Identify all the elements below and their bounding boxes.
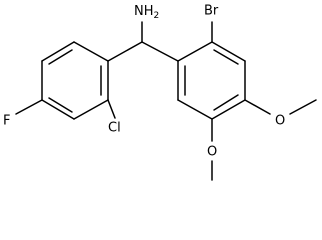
bond-c-cl — [107, 99, 116, 119]
amine-label: NH2 — [134, 4, 159, 21]
bond-ring-ch — [107, 41, 143, 62]
fluorine-label: F — [3, 114, 10, 129]
double-bond-inner — [48, 97, 73, 113]
bromine-label: Br — [204, 4, 219, 19]
bond — [73, 41, 109, 62]
bond-ch-ring — [141, 41, 179, 62]
chlorine-label: Cl — [108, 121, 121, 136]
bond — [73, 99, 109, 120]
double-bond-inner — [213, 49, 239, 65]
bond-c-f — [15, 99, 43, 115]
bond-c-o-upper — [244, 99, 271, 115]
bond — [41, 99, 75, 120]
double-bond-inner — [213, 94, 239, 111]
bond — [177, 41, 213, 62]
right-ring — [177, 41, 246, 120]
bond — [211, 99, 246, 120]
bond-o-ch3-upper — [289, 99, 317, 115]
left-ring — [41, 41, 109, 120]
methoxy-oxygen-lower-label: O — [207, 145, 217, 160]
methoxy-oxygen-upper-label: O — [275, 114, 285, 129]
bond — [177, 99, 213, 120]
bond — [41, 41, 75, 62]
double-bond-inner — [48, 49, 73, 65]
structure-diagram: NH2 Br Cl F O O — [3, 4, 317, 181]
bond — [211, 41, 246, 62]
